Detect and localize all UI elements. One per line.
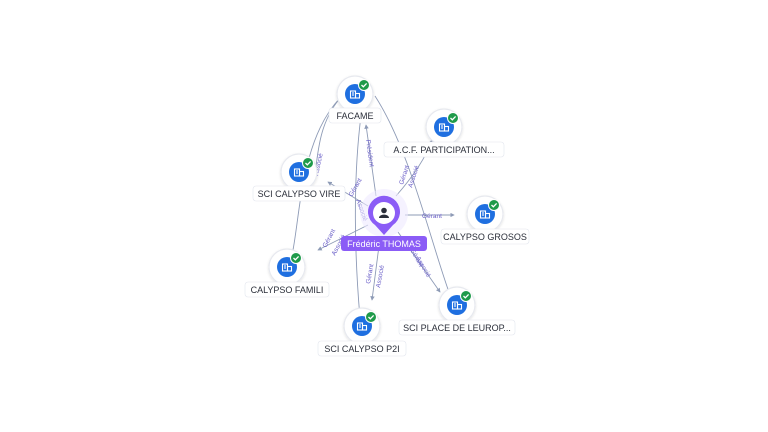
company-building-icon [479,210,491,219]
company-label: FACAME [336,111,373,121]
verified-check-icon [460,290,472,302]
edge-label-gerant-p2i: Gérant [365,263,375,284]
company-label: SCI CALYPSO P2I [324,344,399,354]
company-node-europe[interactable]: SCI PLACE DE LEUROP... [398,286,516,336]
company-label: SCI CALYPSO VIRE [258,189,341,199]
company-building-icon [293,168,305,177]
verified-check-icon [358,79,370,91]
company-node-famili[interactable]: CALYPSO FAMILI [244,248,330,298]
company-label: CALYPSO GROSOS [443,232,527,242]
verified-check-icon [488,199,500,211]
company-building-icon [281,263,293,272]
company-building-icon [438,123,450,132]
verified-check-icon [447,112,459,124]
edge-label-president: Président [364,139,375,167]
company-building-icon [349,90,361,99]
edge-label-associe-facame: Associé [313,152,325,176]
edge-facame-europe [374,95,451,296]
edge-label-gerant-grosos: Gérant [422,213,442,220]
edge-facame-p2i [354,107,363,319]
company-label: SCI PLACE DE LEUROP... [403,323,511,333]
verified-check-icon [302,157,314,169]
edge-label-associe-europe: Associé [414,256,432,280]
edge-person-facame [364,124,377,197]
person-label: Frédéric THOMAS [347,239,421,249]
person-node[interactable]: Frédéric THOMAS [341,189,427,251]
company-node-grosos[interactable]: CALYPSO GROSOS [440,195,530,245]
company-label: A.C.F. PARTICIPATION... [393,145,494,155]
company-node-facame[interactable]: FACAME [328,75,382,124]
company-node-acf[interactable]: A.C.F. PARTICIPATION... [383,108,505,158]
edge-label-associe-p2i: Associé [375,264,386,288]
person-icon [379,207,389,218]
company-node-p2i[interactable]: SCI CALYPSO P2I [317,307,407,357]
verified-check-icon [365,311,377,323]
company-label: CALYPSO FAMILI [251,285,324,295]
verified-check-icon [290,252,302,264]
company-building-icon [356,322,368,331]
company-node-vire[interactable]: SCI CALYPSO VIRE [252,153,346,202]
company-building-icon [451,301,463,310]
